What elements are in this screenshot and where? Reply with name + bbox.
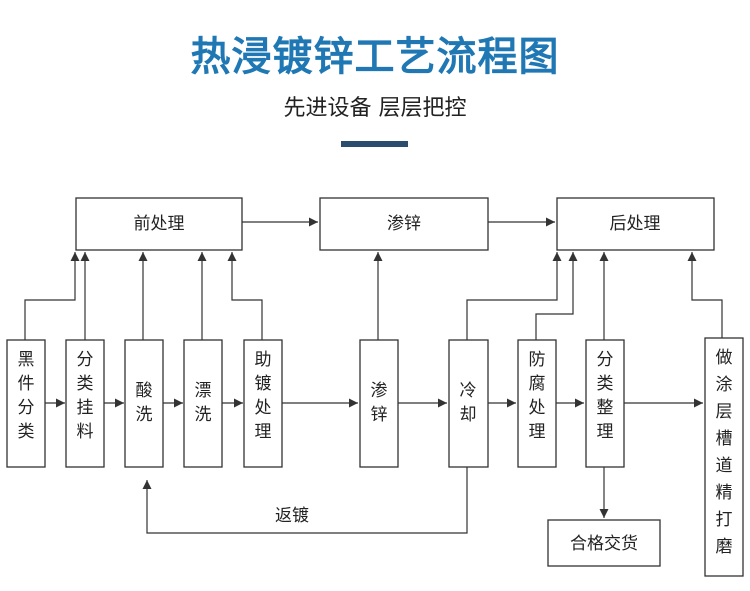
page-title: 热浸镀锌工艺流程图 — [190, 34, 560, 80]
arrow-anticorr-to-post — [535, 252, 578, 340]
node-acid-wash: 酸洗 — [124, 339, 164, 468]
node-black-parts-sorting: 黑件分类 — [6, 339, 46, 468]
node-zincstep-label: 渗锌 — [371, 381, 388, 425]
node-post-treatment: 后处理 — [556, 197, 715, 251]
title-divider — [341, 141, 408, 147]
node-qualified-delivery: 合格交货 — [547, 519, 661, 567]
node-flux-label: 助镀处理 — [255, 350, 272, 442]
arrow-return-loop — [142, 467, 468, 534]
node-zinc-label: 渗锌 — [387, 214, 421, 234]
arrow-cool-to-post — [466, 252, 562, 340]
node-black-label: 黑件分类 — [18, 350, 35, 442]
node-coat-label: 做涂层槽道精打磨 — [716, 348, 733, 557]
arrow-black-to-pre — [24, 252, 80, 340]
node-zinc-step: 渗锌 — [359, 339, 399, 468]
node-zinc: 渗锌 — [319, 197, 489, 251]
node-deliver-label: 合格交货 — [570, 534, 638, 554]
node-acid-label: 酸洗 — [136, 381, 153, 425]
node-anticorrosion: 防腐处理 — [517, 339, 557, 468]
node-sort-hanging: 分类挂料 — [65, 339, 105, 468]
node-sort-label: 分类整理 — [597, 350, 614, 442]
node-post-label: 后处理 — [610, 214, 661, 234]
connectors — [24, 217, 723, 534]
return-loop-label: 返镀 — [275, 506, 309, 526]
node-rinse-label: 漂洗 — [195, 381, 212, 425]
node-sort-arrange: 分类整理 — [585, 339, 625, 468]
node-cooling: 冷却 — [448, 339, 489, 468]
node-hang-label: 分类挂料 — [77, 350, 94, 442]
node-coating-grinding: 做涂层槽道精打磨 — [704, 337, 744, 577]
node-fluxing: 助镀处理 — [243, 339, 283, 468]
node-pre-label: 前处理 — [134, 214, 185, 234]
arrow-flux-to-pre — [227, 252, 263, 340]
arrow-coat-to-post — [687, 252, 723, 338]
node-rinse: 漂洗 — [183, 339, 223, 468]
node-anticorr-label: 防腐处理 — [529, 350, 546, 442]
node-cool-label: 冷却 — [460, 381, 477, 425]
page-subtitle: 先进设备 层层把控 — [283, 96, 467, 121]
node-pre-treatment: 前处理 — [75, 197, 243, 251]
